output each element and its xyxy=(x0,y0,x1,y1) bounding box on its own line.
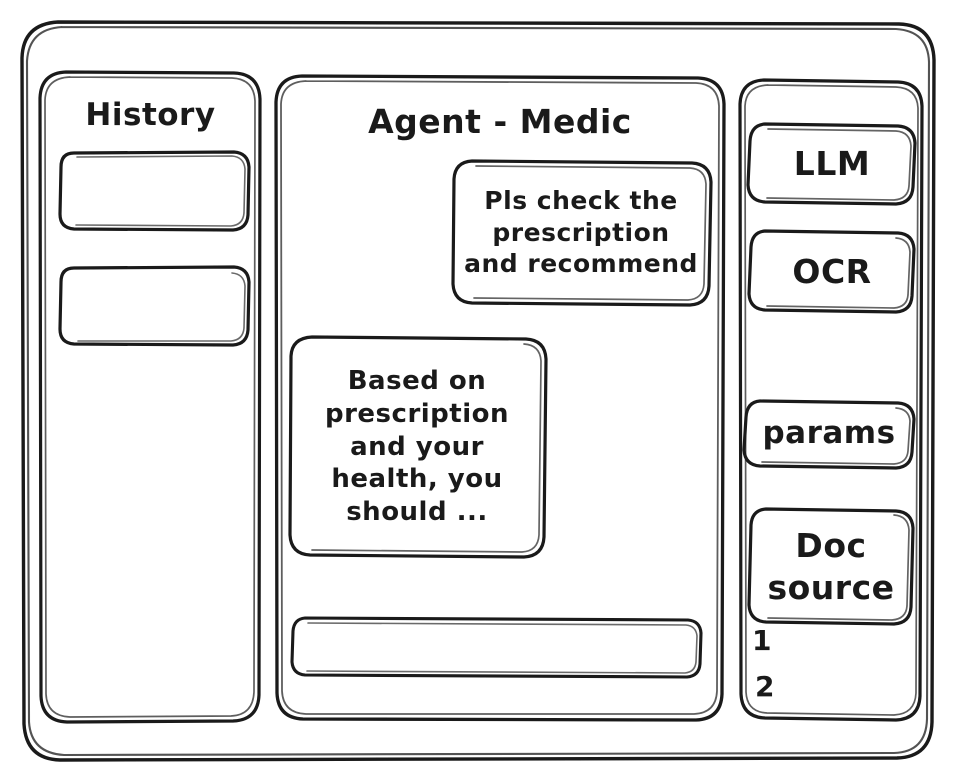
assistant-message-line: and your xyxy=(350,431,484,462)
user-message-line: prescription xyxy=(492,217,670,247)
user-message-line: Pls check the xyxy=(484,186,678,216)
tool-button-params[interactable]: params xyxy=(762,415,896,452)
doc-source-label-line: source xyxy=(767,567,895,607)
user-message-bubble: Pls check the prescription and recommend xyxy=(452,160,710,305)
assistant-message-bubble: Based on prescription and your health, y… xyxy=(288,336,546,558)
tool-button-ocr[interactable]: OCR xyxy=(792,251,872,291)
assistant-message-line: should ... xyxy=(346,497,488,528)
assistant-message-line: health, you xyxy=(331,464,503,495)
doc-source-item[interactable]: 2 xyxy=(755,670,775,704)
history-title: History xyxy=(85,97,216,134)
assistant-message-line: prescription xyxy=(324,398,509,429)
message-input[interactable] xyxy=(292,617,700,677)
tool-button-llm[interactable]: LLM xyxy=(793,144,871,184)
doc-source-label-line: Doc xyxy=(795,525,867,565)
user-message-line: and recommend xyxy=(464,249,698,279)
history-list-item[interactable] xyxy=(60,152,248,230)
history-list-item[interactable] xyxy=(60,267,248,345)
assistant-message-line: Based on xyxy=(347,366,487,397)
doc-source-button[interactable]: Doc source xyxy=(750,508,912,625)
chat-title: Agent - Medic xyxy=(368,102,632,142)
doc-source-item[interactable]: 1 xyxy=(752,624,772,658)
